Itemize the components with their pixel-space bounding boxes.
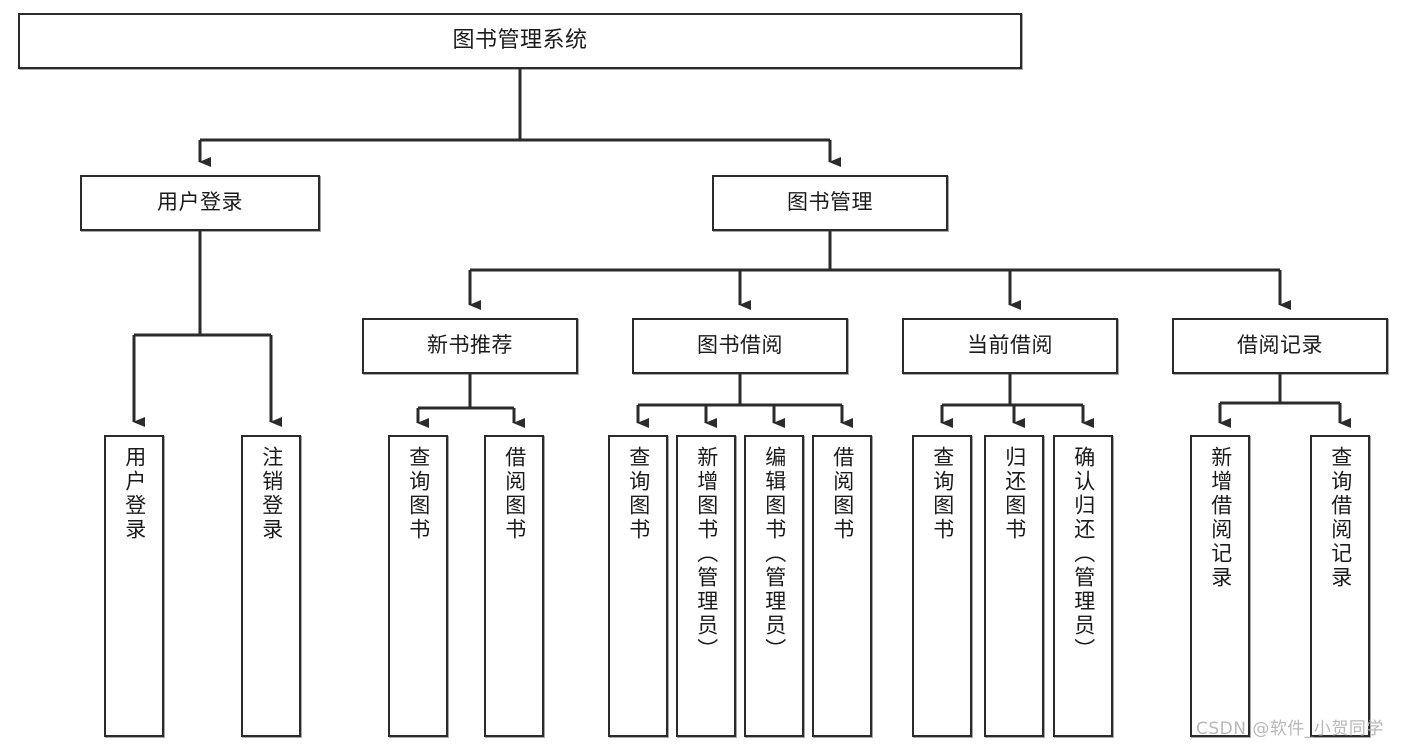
- node-leaf-borrow-book-2[interactable]: 借阅图书: [812, 435, 872, 737]
- watermark: CSDN @软件_小贺同学: [1196, 719, 1384, 739]
- node-leaf-borrow-book-2-label: 借阅图书: [830, 446, 855, 542]
- node-leaf-query-book-1[interactable]: 查询图书: [388, 435, 448, 737]
- node-leaf-query-record-label: 查询借阅记录: [1328, 446, 1353, 590]
- node-leaf-logout[interactable]: 注销登录: [241, 435, 301, 737]
- node-leaf-add-book-label: 新增图书（管理员）: [694, 446, 719, 662]
- node-book-mgmt[interactable]: 图书管理: [712, 175, 948, 231]
- node-current-borrow[interactable]: 当前借阅: [902, 318, 1118, 374]
- node-leaf-add-record[interactable]: 新增借阅记录: [1190, 435, 1250, 737]
- node-user-login[interactable]: 用户登录: [80, 175, 320, 231]
- node-new-book-rec-label: 新书推荐: [427, 333, 513, 358]
- node-leaf-add-book[interactable]: 新增图书（管理员）: [676, 435, 736, 737]
- node-leaf-add-record-label: 新增借阅记录: [1208, 446, 1233, 590]
- node-leaf-query-book-1-label: 查询图书: [406, 446, 431, 542]
- node-root-label: 图书管理系统: [452, 27, 588, 53]
- node-leaf-query-record[interactable]: 查询借阅记录: [1310, 435, 1370, 737]
- node-leaf-logout-label: 注销登录: [259, 446, 284, 542]
- node-leaf-user-login-label: 用户登录: [122, 446, 147, 542]
- node-book-mgmt-label: 图书管理: [787, 190, 873, 215]
- node-leaf-query-book-3-label: 查询图书: [930, 446, 955, 542]
- node-root[interactable]: 图书管理系统: [18, 13, 1022, 69]
- node-leaf-borrow-book-1-label: 借阅图书: [502, 446, 527, 542]
- node-book-borrow-label: 图书借阅: [697, 333, 783, 358]
- node-leaf-edit-book-label: 编辑图书（管理员）: [762, 446, 787, 662]
- node-leaf-edit-book[interactable]: 编辑图书（管理员）: [744, 435, 804, 737]
- node-leaf-confirm-return[interactable]: 确认归还（管理员）: [1053, 435, 1113, 737]
- node-leaf-query-book-3[interactable]: 查询图书: [912, 435, 972, 737]
- node-leaf-borrow-book-1[interactable]: 借阅图书: [484, 435, 544, 737]
- node-borrow-record[interactable]: 借阅记录: [1172, 318, 1388, 374]
- node-new-book-rec[interactable]: 新书推荐: [362, 318, 578, 374]
- node-leaf-query-book-2-label: 查询图书: [626, 446, 651, 542]
- node-user-login-label: 用户登录: [157, 190, 243, 215]
- node-leaf-confirm-return-label: 确认归还（管理员）: [1071, 446, 1096, 662]
- node-current-borrow-label: 当前借阅: [967, 333, 1053, 358]
- node-leaf-query-book-2[interactable]: 查询图书: [608, 435, 668, 737]
- node-leaf-return-book-label: 归还图书: [1002, 446, 1027, 542]
- node-leaf-return-book[interactable]: 归还图书: [984, 435, 1044, 737]
- node-book-borrow[interactable]: 图书借阅: [632, 318, 848, 374]
- node-leaf-user-login[interactable]: 用户登录: [104, 435, 164, 737]
- node-borrow-record-label: 借阅记录: [1237, 333, 1323, 358]
